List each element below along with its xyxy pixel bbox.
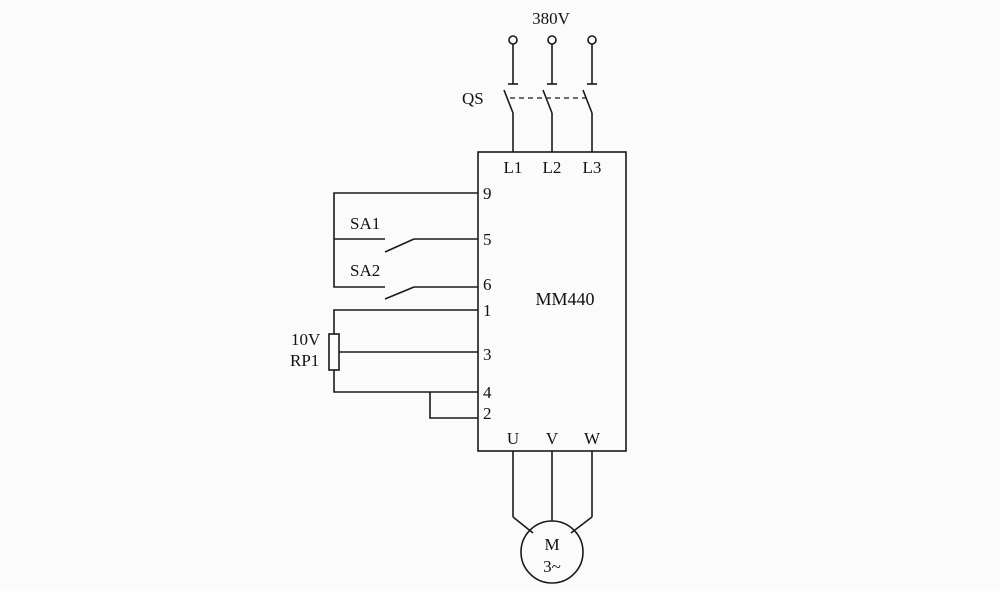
terminal-l3-label: L3 [583,158,602,177]
terminal-9-label: 9 [483,184,492,203]
motor-connection: M 3~ [512,451,593,584]
terminal-v-label: V [546,429,559,448]
terminal-5-label: 5 [483,230,492,249]
supply-terminal-3 [587,35,597,45]
inverter-model-label: MM440 [535,289,594,309]
supply-terminal-2 [547,35,557,45]
terminal-w-label: W [584,429,601,448]
potentiometer-rp1: 10V RP1 [290,309,478,419]
inverter-mm440: L1 L2 L3 MM440 U V W 9 5 6 1 3 4 2 [477,151,627,452]
terminal-3-label: 3 [483,345,492,364]
terminal-4-label: 4 [483,383,492,402]
potentiometer-voltage-label: 10V [291,330,321,349]
terminal-l2-label: L2 [543,158,562,177]
switch-sa2-contact [384,286,415,300]
breaker-label: QS [462,89,484,108]
terminal-l1-label: L1 [504,158,523,177]
switch-sa2-label: SA2 [350,261,380,280]
potentiometer-body [328,333,340,371]
terminal-u-label: U [507,429,519,448]
potentiometer-name-label: RP1 [290,351,319,370]
terminal-2-label: 2 [483,404,492,423]
supply-voltage-label: 380V [532,9,571,28]
terminal-1-label: 1 [483,301,492,320]
motor-label-phase: 3~ [543,557,561,576]
switch-sa1-contact [384,238,415,253]
supply-terminal-1 [508,35,518,45]
motor-symbol [520,520,584,584]
motor-label-m: M [544,535,559,554]
terminal-6-label: 6 [483,275,492,294]
switch-sa1-label: SA1 [350,214,380,233]
digital-input-switches: SA1 SA2 [333,192,478,300]
main-breaker-qs: QS [462,35,597,152]
